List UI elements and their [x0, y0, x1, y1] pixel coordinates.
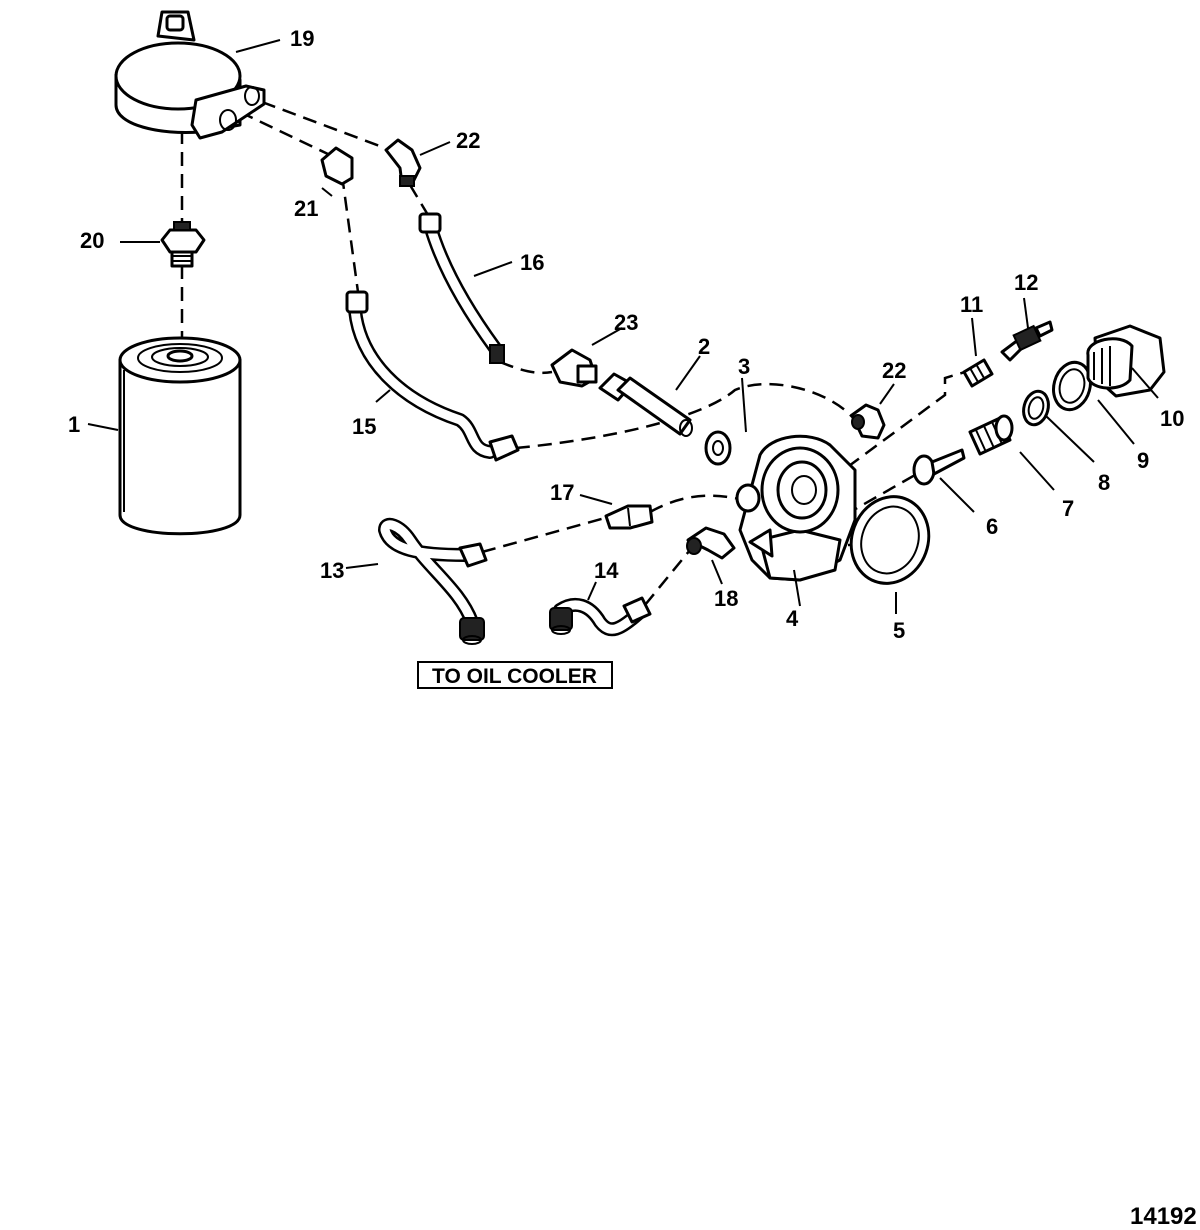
callout-19: 19: [290, 26, 314, 51]
sealing-washer: [704, 430, 732, 466]
callout-17: 17: [550, 480, 574, 505]
gasket: [849, 495, 931, 585]
callout-12: 12: [1014, 270, 1038, 295]
callout-9: 9: [1137, 448, 1149, 473]
elbow-fitting-21: [320, 146, 354, 186]
callout-6: 6: [986, 514, 998, 539]
connector-tube: [598, 372, 693, 437]
callout-18: 18: [714, 586, 738, 611]
callout-21: 21: [294, 196, 318, 221]
figure-number: 14192: [1130, 1203, 1197, 1230]
callout-14: 14: [594, 558, 619, 583]
leader-lines: [87, 39, 1159, 614]
o-ring: [1022, 389, 1050, 427]
oil-tube-14: [549, 596, 652, 637]
callout-8: 8: [1098, 470, 1110, 495]
callout-10: 10: [1160, 406, 1184, 431]
callout-2: 2: [698, 334, 710, 359]
valve-spring: [968, 414, 1014, 456]
elbow-fitting-23: [550, 348, 598, 388]
elbow-fitting-22-lower: [850, 403, 886, 440]
filter-adapter: [114, 10, 266, 140]
callout-13: 13: [320, 558, 344, 583]
callout-11: 11: [960, 292, 983, 317]
to-oil-cooler-label: TO OIL COOLER: [432, 665, 597, 688]
hex-plug: [1086, 324, 1166, 398]
bypass-valve: [912, 448, 966, 486]
elbow-fitting-18: [686, 526, 736, 560]
callout-7: 7: [1062, 496, 1074, 521]
callout-16: 16: [520, 250, 544, 275]
oil-tube-13: [378, 517, 488, 645]
callout-5: 5: [893, 618, 905, 643]
callout-4: 4: [786, 606, 799, 631]
elbow-fitting-22-upper: [384, 138, 422, 187]
callout-22-lower: 22: [882, 358, 906, 383]
small-spring: [962, 358, 994, 388]
straight-fitting: [604, 504, 654, 530]
to-oil-cooler-note: TO OIL COOLER: [417, 661, 613, 689]
sealing-ring: [1052, 360, 1092, 412]
hose-16: [418, 212, 505, 364]
callout-3: 3: [738, 354, 750, 379]
callout-15: 15: [352, 414, 376, 439]
callout-1: 1: [68, 412, 80, 437]
hose-15: [345, 290, 520, 462]
callout-numbers: 1 2 3 4 5 6 7 8 9 10 11 12 13 14 15 16 1…: [68, 26, 1184, 643]
pressure-sender: [1000, 320, 1054, 362]
oil-filter: [118, 336, 242, 536]
callout-23: 23: [614, 310, 638, 335]
threaded-nipple: [160, 221, 206, 268]
callout-20: 20: [80, 228, 104, 253]
callout-22-upper: 22: [456, 128, 480, 153]
adapter-body: [735, 434, 857, 582]
